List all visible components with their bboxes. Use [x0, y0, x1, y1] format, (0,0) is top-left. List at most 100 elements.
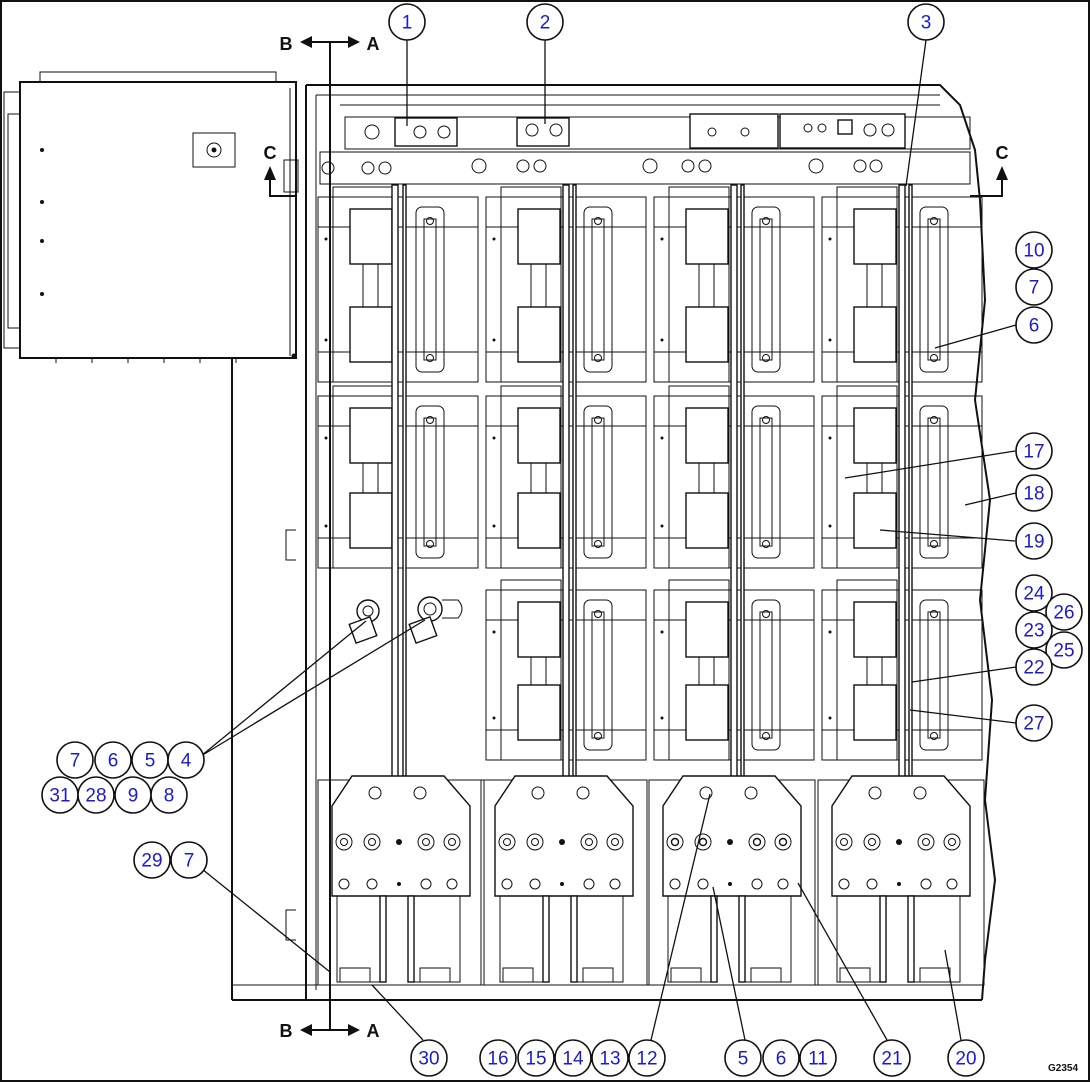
- battery-module: [821, 186, 983, 383]
- callout-7: 7: [56, 741, 94, 779]
- top-bus-rail: [319, 113, 971, 185]
- callout-number: 15: [525, 1049, 546, 1070]
- callout-circle: [1045, 593, 1083, 631]
- callout-circle: [762, 1039, 800, 1077]
- callout-circle: [1015, 522, 1053, 560]
- callout-28: 28: [77, 776, 115, 814]
- callout-30: 30: [410, 1039, 448, 1077]
- callout-number: 3: [921, 13, 932, 34]
- callout-number: 23: [1023, 621, 1044, 642]
- callout-number: 19: [1023, 532, 1044, 553]
- callout-number: 22: [1023, 658, 1044, 679]
- callout-circle: [56, 741, 94, 779]
- callout-8: 8: [150, 776, 188, 814]
- callout-7: 7: [170, 841, 208, 879]
- battery-module-grid: [317, 186, 983, 761]
- callout-number: 30: [418, 1049, 439, 1070]
- callout-4: 4: [167, 741, 205, 779]
- callout-number: 11: [808, 1049, 828, 1070]
- callout-23: 23: [1015, 611, 1053, 649]
- section-label-b-top: B: [280, 34, 293, 54]
- callout-5: 5: [131, 741, 169, 779]
- callout-number: 6: [108, 751, 119, 772]
- drawing-code: G2354: [1048, 1063, 1078, 1074]
- callout-circle: [724, 1039, 762, 1077]
- callout-number: 10: [1023, 241, 1044, 262]
- callout-circle: [1015, 231, 1053, 269]
- callout-number: 8: [164, 786, 175, 807]
- cable-connectors: [348, 596, 463, 645]
- callout-circle: [591, 1039, 629, 1077]
- callout-16: 16: [479, 1039, 517, 1077]
- callout-number: 1: [402, 13, 413, 34]
- callout-2: 2: [526, 3, 564, 41]
- callout-20: 20: [947, 1039, 985, 1077]
- bottom-terminal-blocks: [317, 775, 985, 986]
- section-label-c-left: C: [264, 143, 277, 163]
- callout-circle: [1015, 306, 1053, 344]
- callout-21: 21: [873, 1039, 911, 1077]
- callout-31: 31: [41, 776, 79, 814]
- battery-module: [485, 186, 647, 383]
- callout-6: 6: [1015, 306, 1053, 344]
- callout-number: 9: [128, 786, 139, 807]
- callout-29: 29: [133, 841, 171, 879]
- callout-circle: [628, 1039, 666, 1077]
- callout-12: 12: [628, 1039, 666, 1077]
- callout-number: 14: [562, 1049, 584, 1070]
- callout-circle: [1015, 704, 1053, 742]
- vertical-bus-bars: [391, 184, 913, 778]
- callout-27: 27: [1015, 704, 1053, 742]
- callout-circle: [554, 1039, 592, 1077]
- callout-circle: [94, 741, 132, 779]
- callout-circle: [77, 776, 115, 814]
- callout-number: 6: [776, 1049, 787, 1070]
- callout-circle: [133, 841, 171, 879]
- callout-number: 21: [881, 1049, 902, 1070]
- callout-circle: [517, 1039, 555, 1077]
- callout-number: 6: [1029, 316, 1040, 337]
- callout-number: 27: [1023, 714, 1044, 735]
- callout-number: 20: [955, 1049, 976, 1070]
- callout-number: 24: [1023, 584, 1045, 605]
- callout-circle: [167, 741, 205, 779]
- callout-number: 12: [636, 1049, 657, 1070]
- callout-number: 16: [487, 1049, 508, 1070]
- callout-number: 5: [145, 751, 156, 772]
- callout-number: 31: [49, 786, 70, 807]
- callout-circle: [1015, 268, 1053, 306]
- callout-circle: [1045, 631, 1083, 669]
- callout-1: 1: [388, 3, 426, 41]
- callout-number: 7: [1029, 278, 1040, 299]
- section-label-c-right: C: [996, 143, 1009, 163]
- callout-24: 24: [1015, 574, 1053, 612]
- callout-19: 19: [1015, 522, 1053, 560]
- callout-number: 7: [184, 851, 195, 872]
- callout-number: 18: [1023, 484, 1044, 505]
- battery-module: [821, 579, 983, 761]
- callout-number: 4: [181, 751, 192, 772]
- callout-circle: [1015, 574, 1053, 612]
- callout-6: 6: [762, 1039, 800, 1077]
- callout-circle: [170, 841, 208, 879]
- callout-26: 26: [1045, 593, 1083, 631]
- callout-circle: [479, 1039, 517, 1077]
- terminal-block: [648, 775, 816, 986]
- callout-25: 25: [1045, 631, 1083, 669]
- callout-circle: [1015, 474, 1053, 512]
- callout-circle: [1015, 611, 1053, 649]
- callout-circle: [410, 1039, 448, 1077]
- callout-number: 29: [141, 851, 162, 872]
- section-label-b-bottom: B: [280, 1021, 293, 1041]
- callout-leader-lines: [196, 39, 1017, 1041]
- callout-14: 14: [554, 1039, 592, 1077]
- section-lines: [264, 36, 1008, 1036]
- callout-10: 10: [1015, 231, 1053, 269]
- battery-module: [317, 385, 479, 569]
- callout-circle: [526, 3, 564, 41]
- terminal-block: [817, 775, 985, 986]
- callout-3: 3: [907, 3, 945, 41]
- callout-22: 22: [1015, 648, 1053, 686]
